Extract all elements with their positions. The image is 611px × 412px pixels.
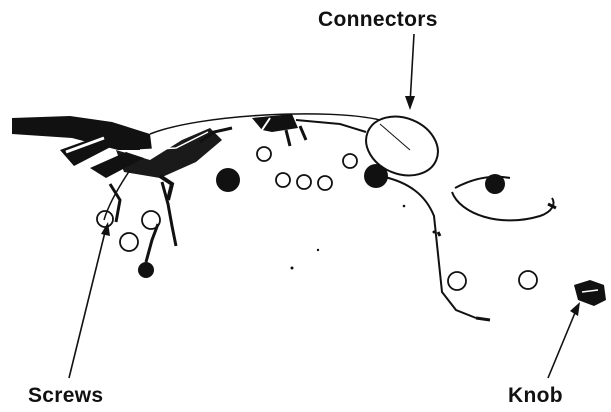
arrowhead-icon xyxy=(405,96,415,110)
connectors-leader xyxy=(409,33,415,105)
knob-leader xyxy=(547,307,578,379)
screw-hole xyxy=(342,153,358,169)
screw-hole xyxy=(296,174,312,190)
mounting-post xyxy=(216,168,240,192)
screw-hole xyxy=(447,271,467,291)
arrowhead-icon xyxy=(570,302,580,316)
connector-block xyxy=(252,114,367,147)
screw-hole xyxy=(141,210,161,230)
mounting-posts xyxy=(216,164,505,194)
screw-holes xyxy=(96,146,538,291)
panel-outline xyxy=(103,113,491,322)
knob-label: Knob xyxy=(508,384,563,407)
screws-label: Screws xyxy=(28,384,104,407)
arrowhead-icon xyxy=(101,222,110,236)
leader-lines xyxy=(68,33,578,379)
wiring-harness xyxy=(12,116,233,278)
leader-arrowheads xyxy=(101,96,580,316)
screw-hole xyxy=(275,172,291,188)
specks xyxy=(290,204,436,270)
screws-leader xyxy=(68,227,107,379)
connectors-label: Connectors xyxy=(318,8,438,31)
screw-hole xyxy=(119,232,139,252)
screw-hole xyxy=(256,146,272,162)
screw-hole xyxy=(96,210,114,228)
mounting-post xyxy=(364,164,388,188)
mounting-post xyxy=(485,174,505,194)
screw-hole xyxy=(518,270,538,290)
knob xyxy=(574,280,606,306)
screw-hole xyxy=(317,175,333,191)
connector-oval xyxy=(365,115,439,177)
bracket-arc xyxy=(451,175,557,222)
